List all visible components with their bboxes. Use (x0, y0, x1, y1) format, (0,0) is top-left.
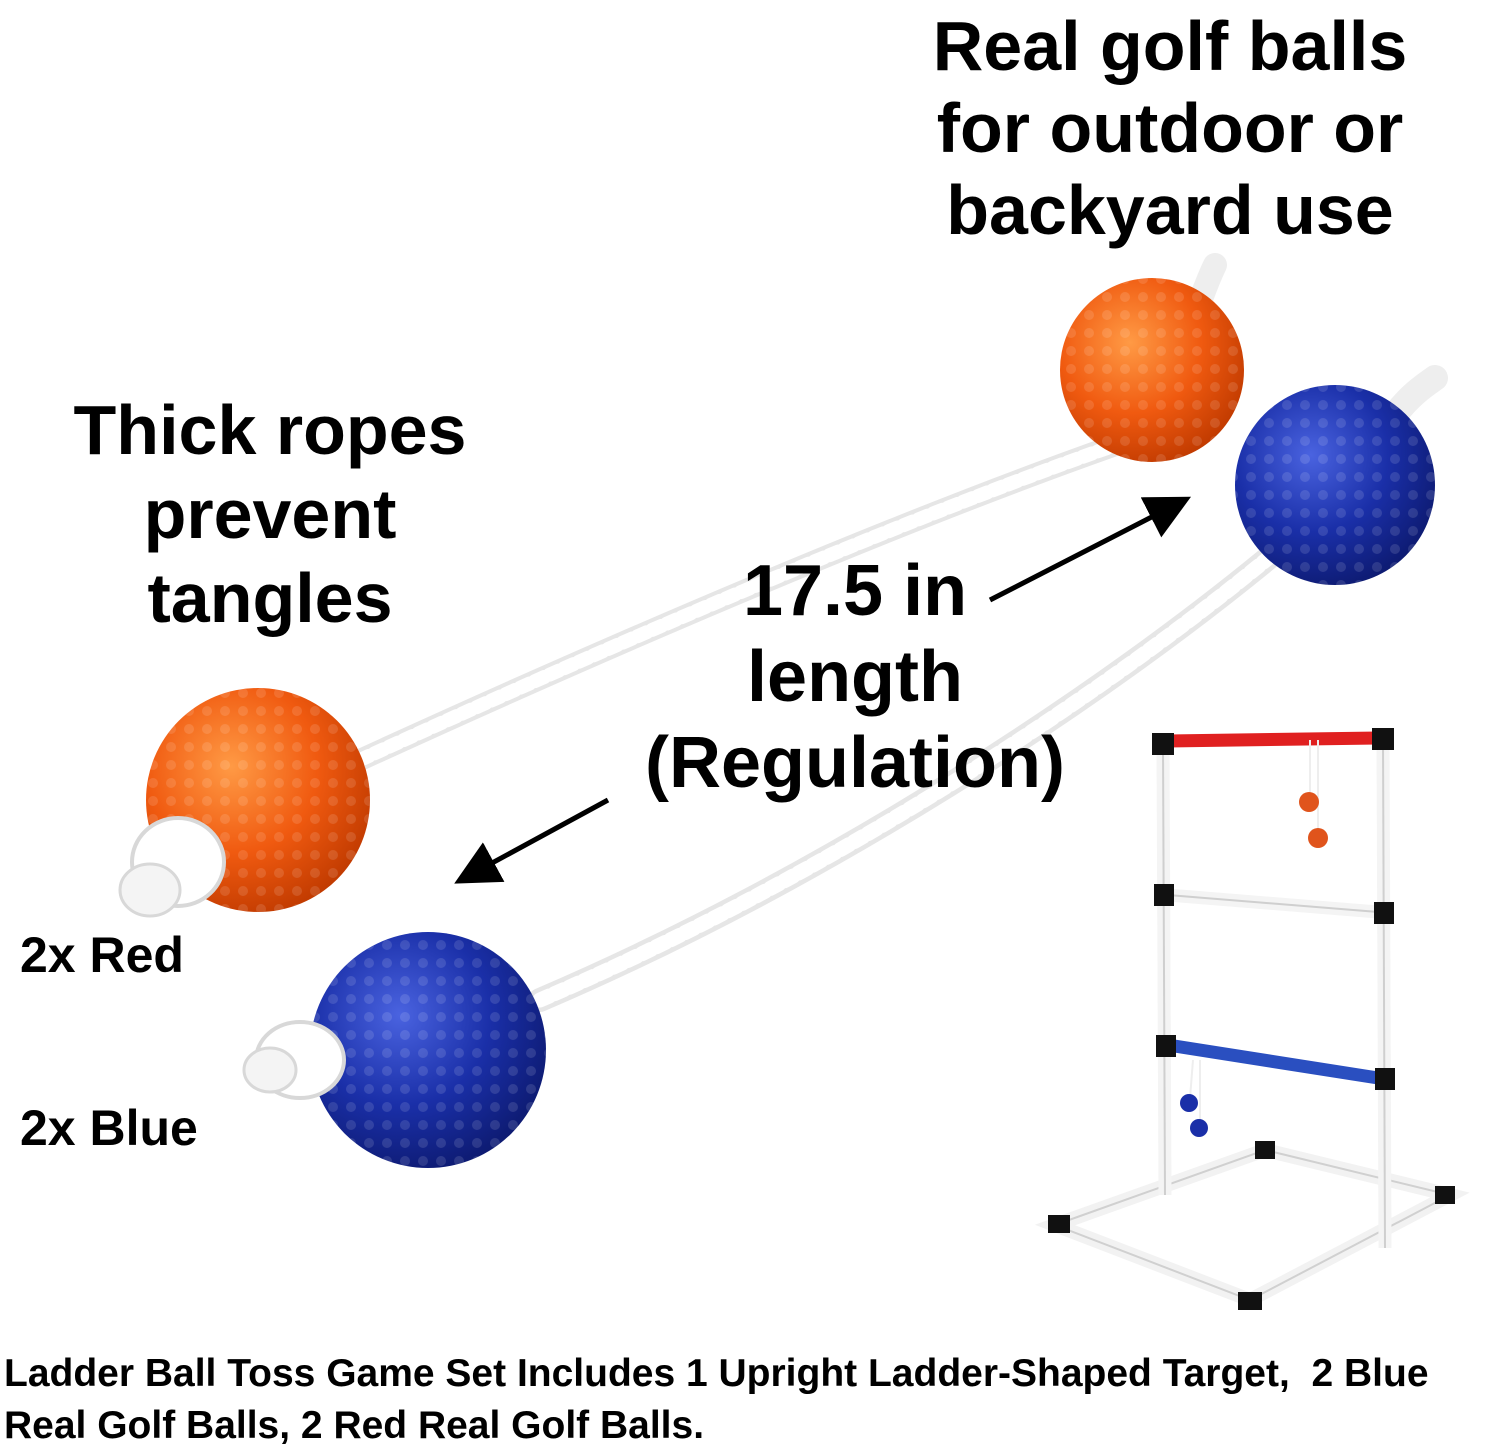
ladder-target (1034, 728, 1470, 1310)
length-callout: 17.5 in length (Regulation) (645, 551, 1065, 803)
red-count-label: 2x Red (20, 927, 184, 983)
rope-blue (528, 528, 1302, 1012)
blue-ball-bottom (310, 932, 546, 1168)
ropes-callout: Thick ropes prevent tangles (73, 391, 467, 637)
golf-balls-callout: Real golf balls for outdoor or backyard … (932, 7, 1408, 249)
length-arrow-right (988, 496, 1192, 603)
length-arrow-left (454, 797, 610, 884)
blue-ball-top (1235, 385, 1435, 585)
orange-ball-top (1060, 278, 1244, 462)
rope-knot-blue (242, 1020, 346, 1100)
blue-count-label: 2x Blue (20, 1100, 198, 1156)
rope-knot-orange (118, 816, 226, 918)
rope-orange (349, 429, 1141, 771)
rope-top-blue-stub (1382, 365, 1448, 428)
product-caption: Ladder Ball Toss Game Set Includes 1 Upr… (4, 1352, 1440, 1447)
